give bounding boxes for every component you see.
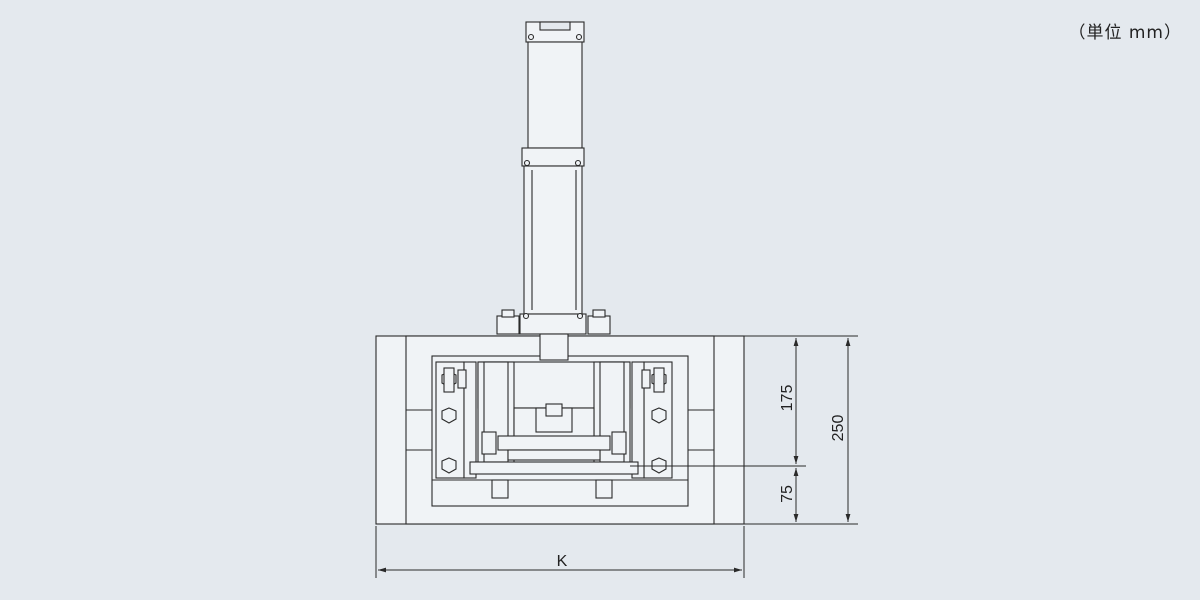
unit-note: （単位 mm） <box>1068 23 1182 43</box>
dim-label-75: 75 <box>779 485 796 503</box>
dim-label-175: 175 <box>779 385 796 412</box>
actuator-body <box>519 147 587 335</box>
gripper-mechanism <box>469 361 639 499</box>
dim-label-k: K <box>557 553 568 570</box>
dim-label-250: 250 <box>830 415 847 442</box>
right-clamp-plate <box>631 361 673 479</box>
drive-shaft <box>539 333 569 361</box>
motor-housing <box>525 21 585 149</box>
mounting-bolts <box>496 309 611 335</box>
left-clamp-plate <box>435 361 477 479</box>
